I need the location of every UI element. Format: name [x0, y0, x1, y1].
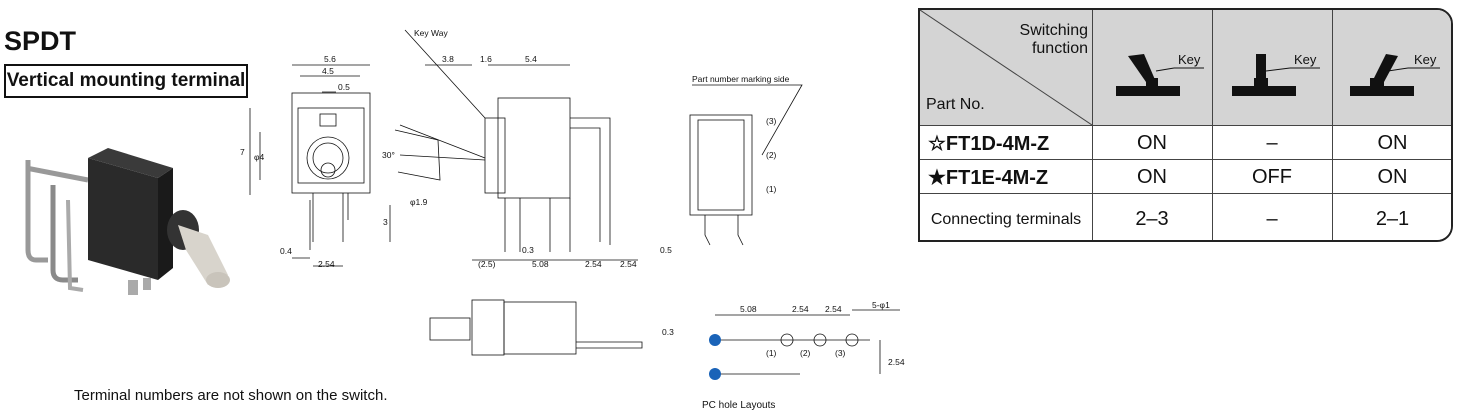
- dim-label: 0.5: [338, 82, 350, 92]
- part-number-cell: ☆FT1D-4M-Z: [928, 132, 1050, 155]
- dim-label: 5.4: [525, 54, 537, 64]
- terminal-label: (2): [800, 348, 811, 358]
- dim-label: (2.5): [478, 259, 496, 269]
- switching-function-header: Switching function: [1019, 22, 1088, 57]
- dim-label: 0.4: [280, 246, 292, 256]
- value-cell: OFF: [1252, 165, 1292, 188]
- dim-label: 2.54: [792, 304, 809, 314]
- value-cell: 2–3: [1135, 208, 1169, 230]
- dim-label: 5.6: [324, 54, 336, 64]
- dim-label: 0.3: [522, 245, 534, 255]
- key-label: Key: [1414, 52, 1437, 67]
- keyway-label: Key Way: [414, 28, 448, 38]
- dim-label: 2.54: [888, 357, 905, 367]
- terminal-label: (3): [766, 116, 777, 126]
- table-row: ☆FT1D-4M-Z ON – ON: [920, 125, 1451, 160]
- dim-label: 2.54: [318, 259, 335, 269]
- part-number-cell: ★FT1E-4M-Z: [928, 166, 1049, 189]
- pc-hole-marker: [709, 368, 721, 380]
- dim-label: 1.6: [480, 54, 492, 64]
- pc-hole-caption: PC hole Layouts: [702, 400, 775, 411]
- dim-label: 4.5: [322, 66, 334, 76]
- product-photo: [25, 148, 230, 295]
- value-cell: 2–1: [1375, 208, 1410, 230]
- value-cell: ON: [1137, 131, 1167, 154]
- dim-label: 2.54: [825, 304, 842, 314]
- dim-label: 3: [383, 217, 388, 227]
- value-cell: ON: [1137, 165, 1167, 188]
- dim-label: 5.08: [532, 259, 549, 269]
- header-diagonal: [920, 10, 1092, 125]
- column-divider: [1212, 10, 1213, 240]
- dim-label: φ4: [254, 152, 265, 162]
- dim-label: 5-φ1: [872, 300, 890, 310]
- value-cell: –: [1266, 131, 1278, 154]
- dim-label: 2.54: [620, 259, 637, 269]
- marking-label: Part number marking side: [692, 74, 790, 84]
- terminal-label: (1): [766, 184, 777, 194]
- dim-label: 3.8: [442, 54, 454, 64]
- dim-label: 30°: [382, 150, 395, 160]
- table-row: Connecting terminals 2–3 – 2–1: [920, 193, 1451, 240]
- dim-label: 7: [240, 147, 245, 157]
- value-cell: ON: [1377, 131, 1408, 154]
- page-title: SPDT: [4, 26, 77, 56]
- terminal-label: (2): [766, 150, 777, 160]
- dim-label: 0.3: [662, 327, 674, 337]
- terminal-label: (1): [766, 348, 777, 358]
- key-label: Key: [1178, 52, 1201, 67]
- dim-label: 5.08: [740, 304, 757, 314]
- table-header: Switching function Part No. Key Key Key: [920, 10, 1451, 125]
- terminal-note: Terminal numbers are not shown on the sw…: [74, 387, 388, 404]
- dim-label: 2.54: [585, 259, 602, 269]
- part-number-cell: Connecting terminals: [930, 210, 1082, 228]
- toggle-position-left-icon: Key: [1116, 52, 1204, 96]
- section-subtitle: Vertical mounting terminal: [4, 64, 248, 98]
- dim-label: 0.5: [660, 245, 672, 255]
- value-cell: ON: [1377, 165, 1408, 188]
- toggle-position-right-icon: Key: [1350, 52, 1440, 96]
- table-row: ★FT1E-4M-Z ON OFF ON: [920, 159, 1451, 194]
- pc-hole-marker: [709, 334, 721, 346]
- value-cell: –: [1266, 208, 1278, 230]
- toggle-position-center-icon: Key: [1232, 52, 1320, 96]
- dimension-drawing: 5.6 4.5 0.5 7 φ4 3 0.4 2.54 Key Way 3.8 …: [240, 28, 905, 411]
- column-divider: [1332, 10, 1333, 240]
- key-label: Key: [1294, 52, 1317, 67]
- part-no-header: Part No.: [926, 96, 985, 113]
- column-divider: [1092, 10, 1093, 240]
- dim-label: φ1.9: [410, 197, 428, 207]
- switching-function-table: Switching function Part No. Key Key Key: [918, 8, 1453, 242]
- terminal-label: (3): [835, 348, 846, 358]
